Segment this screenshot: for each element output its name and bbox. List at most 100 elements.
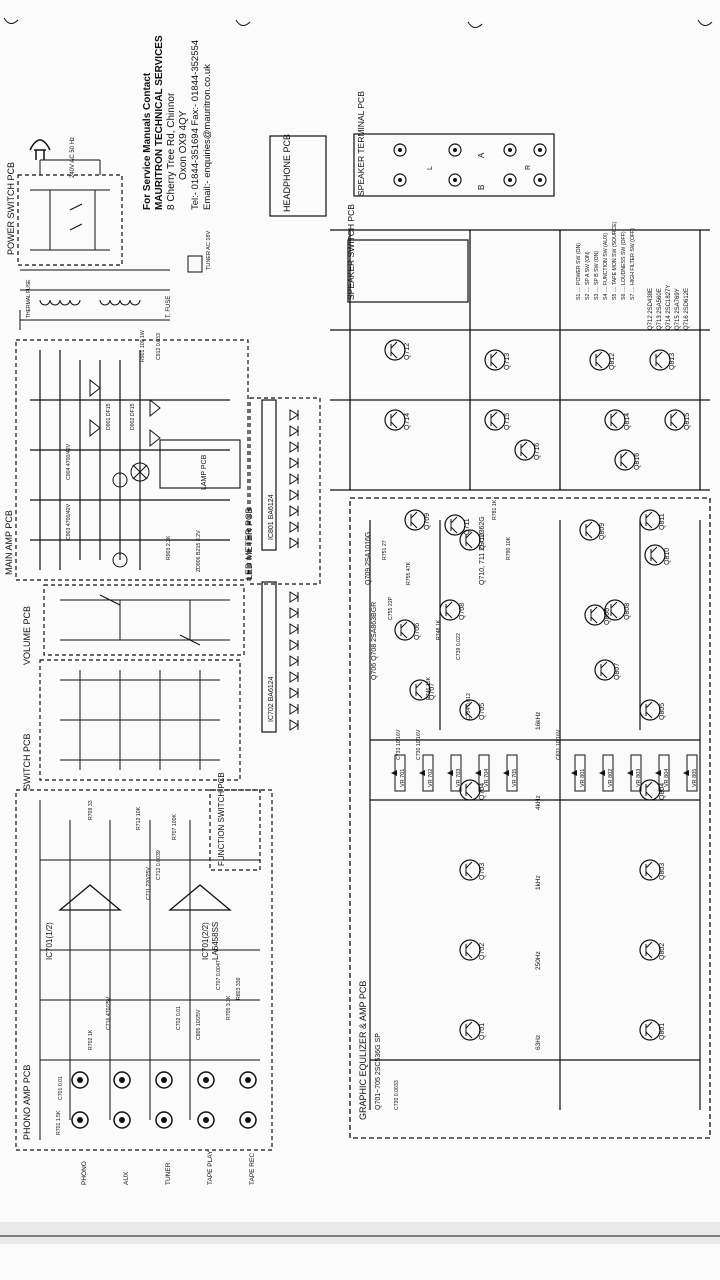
ic701a-label: IC701(1/2) [45,922,54,960]
phono-amp-wiring [39,800,260,1140]
transistor-icon: Q813 [649,349,676,371]
mains-label: 240V AC 50 Hz [70,137,76,178]
eq-slider-label: VR 805 [692,769,698,787]
part-label: R748 1K [436,619,442,640]
contact-line: Email:- enquiries@mauritron.co.uk [202,64,213,210]
transistor-icon: Q711 [444,514,471,536]
eq-slider-label: VR 804 [664,769,670,787]
input-jack-icon [239,1071,257,1089]
part-label: C701 0.01 [58,1076,64,1100]
part-label: C702 0.01 [176,1006,182,1030]
transistor-icon: Q805 [639,699,666,721]
led-icon [289,671,299,683]
part-label: D901 DF15 [106,403,112,430]
q710-711-type-label: Q710, 711 2SC2362G [479,516,486,585]
transistor-icon-label: Q701 [479,1023,486,1040]
tuner-ac-connector [187,255,203,273]
input-jack-icon [155,1071,173,1089]
transistor-icon: Q715 [484,409,511,431]
eq-slider-control: VR 701 [391,754,406,792]
transistor-legend-entry: Q713 2SA560E [657,288,663,330]
input-label: TUNER [165,1162,172,1185]
transistor-icon-label: Q809 [599,523,606,540]
part-label: C733 10/16V [396,729,402,760]
led-meter-pcb-outline [249,397,321,585]
led-icon [289,703,299,715]
transistor-icon-label: Q808 [624,603,631,620]
transistor-icon: Q801 [639,1019,666,1041]
part-label: C805 10/25V [196,1009,202,1040]
transistor-icon-label: Q807 [614,663,621,680]
power-amp-wiring [330,229,710,491]
transistor-icon: Q815 [664,409,691,431]
part-label: C904 4700/42V [66,443,72,480]
part-label: C739 0.022 [456,633,462,660]
capacitor-c903 [112,472,128,488]
ic702-body [261,581,277,733]
led-icon [289,489,299,501]
transistor-legend-entry: Q714 2SC1827Y [666,285,672,330]
led-icon [289,457,299,469]
led-icon [289,719,299,731]
led-icon [289,521,299,533]
speaker-terminal-icon [533,173,547,187]
part-label: R751 27 [382,540,388,560]
transistor-icon: Q809 [579,519,606,541]
eq-slider-control: VR 805 [683,754,698,792]
transistor-icon-label: Q711 [464,518,471,535]
speaker-terminal-icon [448,173,462,187]
input-jack-icon [197,1071,215,1089]
transistor-icon: Q706 [394,619,421,641]
switch-legend-entry: S4 .... FUNCTION SW (AUX) [603,233,609,300]
transistor-icon: Q814 [604,409,631,431]
transistor-icon: Q816 [614,449,641,471]
eq-slider-label: VR 803 [636,769,642,787]
crop-mark [467,21,483,28]
transistor-icon-label: Q814 [624,413,631,430]
part-label: R755 47K [406,561,412,585]
mains-lead [39,159,101,175]
transistor-icon-label: Q712 [404,343,411,360]
eq-frequency-label: 250Hz [535,951,542,970]
part-label: R709 33 [88,800,94,820]
transistor-icon-label: Q705 [479,703,486,720]
part-label: C903 4700/42V [66,503,72,540]
part-label: C912 0.033 [156,333,162,360]
speaker-terminal-label: L [427,166,434,170]
transistor-icon: Q807 [594,659,621,681]
switch-legend-entry: S5 .... TAPE MON SW (SOURCE) [612,221,618,300]
part-label: R781 1K [492,499,498,520]
contact-line: Tel:- 01844-351694 Fax:- 01844-352554 [190,40,201,210]
transistor-icon-label: Q715 [504,413,511,430]
transistor-icon-label: Q708 [459,603,466,620]
transistor-icon: Q714 [384,409,411,431]
speaker-terminal-icon [393,173,407,187]
transistor-legend-entry: Q715 2SA769Y [675,288,681,330]
transistor-icon-label: Q810 [664,548,671,565]
led-icon [289,441,299,453]
headphone-pcb-label: HEADPHONE PCB [282,134,292,212]
graphic-eq-pcb-outline [349,497,711,1139]
eq-slider-control: VR 802 [599,754,614,792]
input-label: PHONO [81,1161,88,1185]
eq-frequency-label: 4kHz [535,795,542,810]
transistor-icon-label: Q706 [414,623,421,640]
mains-plug-icon [29,139,51,160]
part-label: C755 22P [388,596,394,620]
phono-amp-pcb-outline [15,789,273,1151]
led-icon [289,655,299,667]
ic701-part-label: LA6458SS [211,922,220,960]
transistor-icon: Q812 [589,349,616,371]
eq-slider-control: VR 803 [627,754,642,792]
transistor-icon-label: Q713 [504,353,511,370]
led-group [289,409,299,731]
transistor-icon: Q803 [639,859,666,881]
input-jack-icon [71,1071,89,1089]
switch-legend-entry: S3 .... SP B SW (ON) [594,251,600,300]
transistor-icon-label: Q815 [684,413,691,430]
eq-slider-control: VR 702 [419,754,434,792]
eq-slider-label: VR 703 [456,769,462,787]
